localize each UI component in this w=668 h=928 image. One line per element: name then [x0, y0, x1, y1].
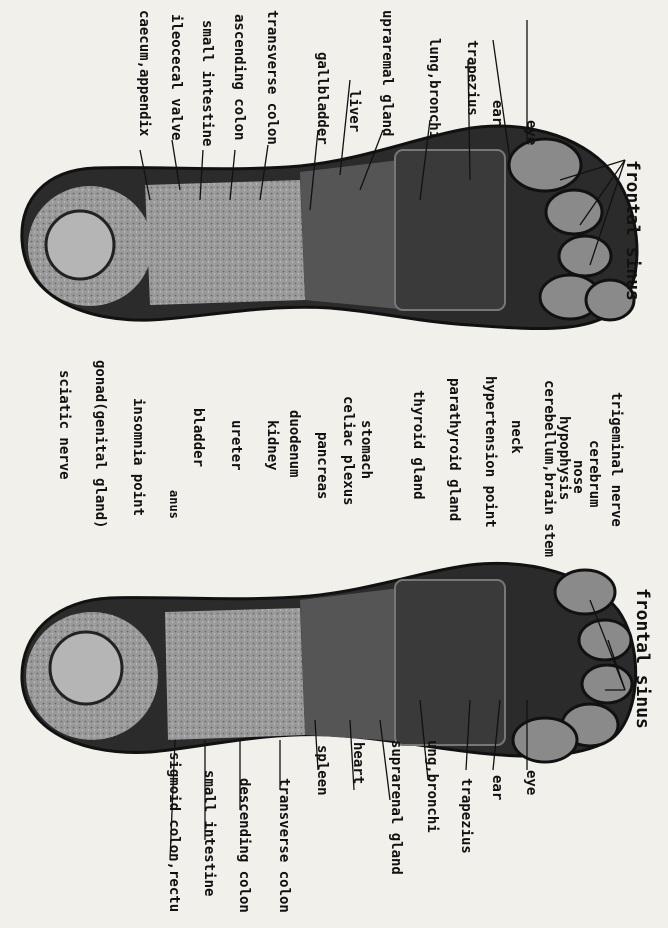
- label-lung-bottom: ung,bronchi: [424, 740, 440, 833]
- label-sciatic: sciatic nerve: [56, 370, 72, 480]
- label-ileocecal-top: ileocecal valve: [168, 14, 184, 140]
- top-intestine-zone: [145, 180, 305, 305]
- label-sigmoid-bottom: sigmoid colon,rectu: [166, 752, 182, 912]
- label-cerebellum: cerebellum,brain stem: [541, 380, 557, 557]
- label-duodenum: duodenum: [286, 410, 302, 477]
- label-gallbladder-top: gallbladder: [314, 52, 330, 145]
- label-eye-top: eye: [523, 120, 539, 145]
- label-bladder: bladder: [190, 408, 206, 467]
- label-pancreas: pancreas: [314, 432, 330, 499]
- label-small-intestine-top: small intestine: [199, 20, 215, 146]
- top-toe-2: [546, 190, 602, 234]
- label-descending-colon-bottom: descending colon: [236, 778, 252, 913]
- label-parathyroid: parathyroid gland: [446, 378, 462, 521]
- label-frontal-sinus-bottom: frontal sinus: [632, 588, 653, 729]
- top-organ-zone: [300, 160, 410, 310]
- bottom-toe-1: [555, 570, 615, 614]
- label-suprarenal-bottom: suprarenal gland: [388, 740, 404, 875]
- center-labels: trigeminal nerve cerebrum nose hypophysi…: [56, 360, 624, 557]
- label-heart-bottom: heart: [350, 742, 366, 784]
- label-stomach: stomach: [358, 420, 374, 479]
- label-ureter: ureter: [228, 420, 244, 471]
- bottom-toe-3: [582, 665, 632, 703]
- label-small-intestine-bottom: small intestine: [201, 770, 217, 896]
- label-frontal-sinus-top: frontal sinus: [622, 160, 643, 301]
- label-kidney: kidney: [264, 420, 280, 471]
- label-thyroid: thyroid gland: [410, 390, 426, 500]
- top-lung-zone: [395, 150, 505, 310]
- label-transverse-colon-top: transverse colon: [264, 10, 280, 145]
- label-hypertension: hypertension point: [482, 376, 498, 528]
- label-ascending-colon-top: ascending colon: [231, 14, 247, 140]
- label-caecum-top: caecum,appendix: [136, 10, 152, 137]
- label-celiac: celiac plexus: [340, 396, 356, 506]
- label-cerebrum: cerebrum: [586, 440, 602, 507]
- top-gonad-circle: [46, 211, 114, 279]
- label-transverse-colon-bottom: transverse colon: [276, 778, 292, 913]
- bottom-gonad-circle: [50, 632, 122, 704]
- label-lung-top: lung,bronchi: [426, 38, 442, 139]
- label-upraremal-top: upraremal gland: [379, 10, 395, 136]
- top-toe-1: [509, 139, 581, 191]
- bottom-lung-zone: [395, 580, 505, 745]
- label-ear-top: ear: [489, 100, 505, 125]
- label-insomnia: insomnia point: [130, 398, 146, 516]
- label-neck: neck: [508, 420, 524, 454]
- bottom-foot: [22, 563, 636, 762]
- label-trigeminal: trigeminal nerve: [608, 392, 624, 527]
- label-anus: anus: [167, 490, 181, 519]
- bottom-organ-zone: [300, 588, 410, 742]
- label-trapezius-bottom: trapezius: [458, 778, 474, 854]
- bottom-toe-5: [513, 718, 577, 762]
- label-hypophysis: hypophysis: [556, 416, 572, 500]
- label-liver-top: liver: [346, 90, 362, 132]
- top-foot: [22, 126, 637, 328]
- label-gonad: gonad(genital gland): [92, 360, 108, 529]
- label-trapezius-top: trapezius: [464, 40, 480, 116]
- label-ear-bottom: ear: [489, 775, 505, 800]
- top-toe-3: [559, 236, 611, 276]
- label-spleen-bottom: spleen: [314, 745, 330, 796]
- label-eye-bottom: eye: [523, 770, 539, 795]
- bottom-intestine-zone: [165, 608, 305, 740]
